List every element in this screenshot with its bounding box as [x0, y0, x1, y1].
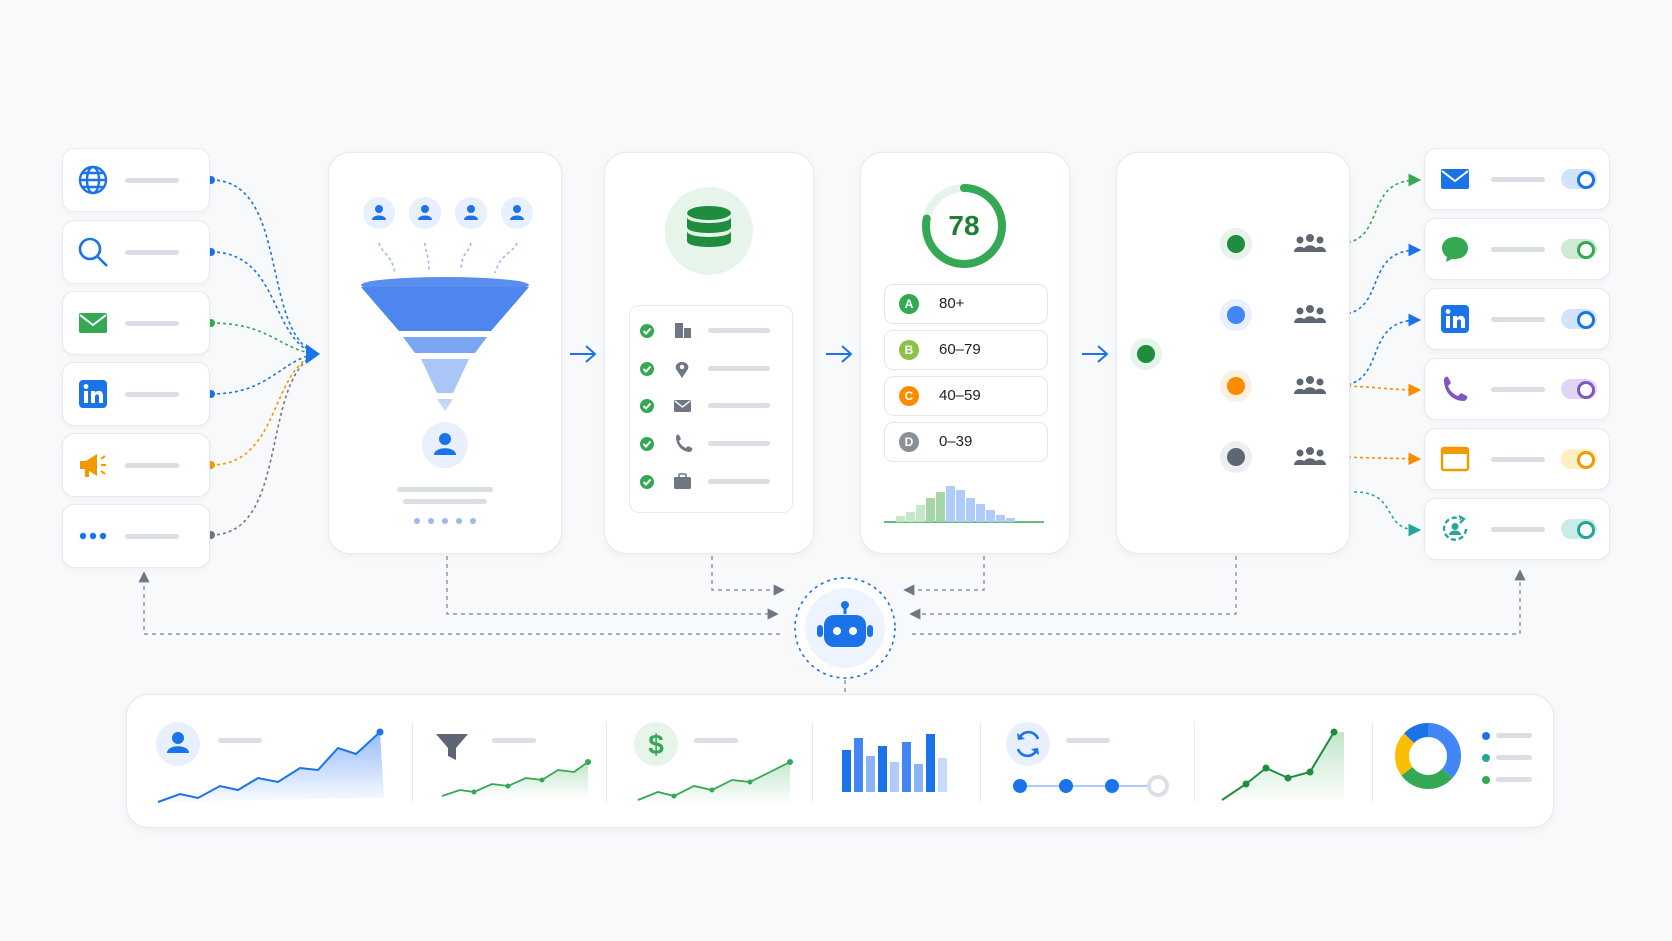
- volume-bar-widget[interactable]: [830, 712, 980, 822]
- mail-icon: [1441, 169, 1469, 189]
- enrichment-field-list: [629, 305, 793, 513]
- briefcase-icon: [674, 473, 691, 489]
- dollar-icon: $: [648, 729, 664, 760]
- source-ads[interactable]: [62, 433, 210, 497]
- funnel-illustration: [361, 197, 533, 524]
- segmentation-graph: [1130, 228, 1326, 473]
- mail-icon: [674, 400, 691, 412]
- grade-c-badge: C: [899, 386, 919, 406]
- source-email[interactable]: [62, 291, 210, 355]
- more-icon: [79, 532, 107, 540]
- channel-mix-donut-widget[interactable]: [1388, 712, 1548, 822]
- channel-crm[interactable]: [1424, 498, 1610, 560]
- funnel-icon: [436, 734, 468, 760]
- group-icon: [1294, 234, 1326, 465]
- revenue-widget[interactable]: $: [624, 712, 804, 822]
- grade-c-row[interactable]: C 40–59: [884, 376, 1048, 416]
- enrichment-stage-card: [604, 152, 814, 554]
- channel-crm-toggle[interactable]: [1561, 519, 1597, 539]
- channel-phone[interactable]: [1424, 358, 1610, 420]
- location-pin-icon: [675, 362, 689, 378]
- capture-stage-card: [328, 152, 562, 554]
- score-distribution-histogram: [884, 486, 1044, 523]
- building-icon: [675, 323, 691, 338]
- channel-web-toggle[interactable]: [1561, 449, 1597, 469]
- ai-robot-icon: [817, 601, 873, 647]
- grade-d-range: 0–39: [939, 433, 973, 450]
- database-icon: [665, 187, 753, 275]
- channel-email[interactable]: [1424, 148, 1610, 210]
- source-website[interactable]: [62, 148, 210, 212]
- linkedin-icon: [79, 380, 107, 408]
- source-linkedin[interactable]: [62, 362, 210, 426]
- grade-d-row[interactable]: D 0–39: [884, 422, 1048, 462]
- grade-b-row[interactable]: B 60–79: [884, 330, 1048, 370]
- channel-chat[interactable]: [1424, 218, 1610, 280]
- globe-icon: [78, 165, 108, 195]
- grade-d-badge: D: [899, 432, 919, 452]
- grade-b-range: 60–79: [939, 341, 981, 358]
- channel-linkedin[interactable]: [1424, 288, 1610, 350]
- grade-a-row[interactable]: A 80+: [884, 284, 1048, 324]
- pipeline-progress-widget[interactable]: [996, 712, 1186, 822]
- lead-score-value: 78: [948, 210, 980, 241]
- leads-growth-widget[interactable]: [150, 712, 400, 822]
- user-icon: [167, 732, 189, 753]
- phone-icon: [676, 434, 693, 452]
- funnel-conversion-widget[interactable]: [434, 712, 594, 822]
- conversion-trend-widget[interactable]: [1210, 712, 1370, 822]
- donut-legend: [1482, 732, 1532, 784]
- grade-c-range: 40–59: [939, 387, 981, 404]
- mail-icon: [79, 313, 107, 333]
- source-more[interactable]: [62, 504, 210, 568]
- megaphone-icon: [80, 454, 106, 477]
- search-icon: [78, 237, 108, 267]
- contact-sync-icon: [1442, 515, 1468, 541]
- phone-icon: [1444, 376, 1468, 401]
- grade-a-badge: A: [899, 294, 919, 314]
- channel-chat-toggle[interactable]: [1561, 239, 1597, 259]
- linkedin-icon: [1441, 305, 1469, 333]
- browser-window-icon: [1440, 446, 1470, 472]
- channel-linkedin-toggle[interactable]: [1561, 309, 1597, 329]
- channel-email-toggle[interactable]: [1561, 169, 1597, 189]
- source-search[interactable]: [62, 220, 210, 284]
- channel-phone-toggle[interactable]: [1561, 379, 1597, 399]
- grade-a-range: 80+: [939, 295, 965, 312]
- grade-b-badge: B: [899, 340, 919, 360]
- channel-web[interactable]: [1424, 428, 1610, 490]
- chat-icon: [1442, 237, 1468, 262]
- score-ring: [922, 184, 1006, 268]
